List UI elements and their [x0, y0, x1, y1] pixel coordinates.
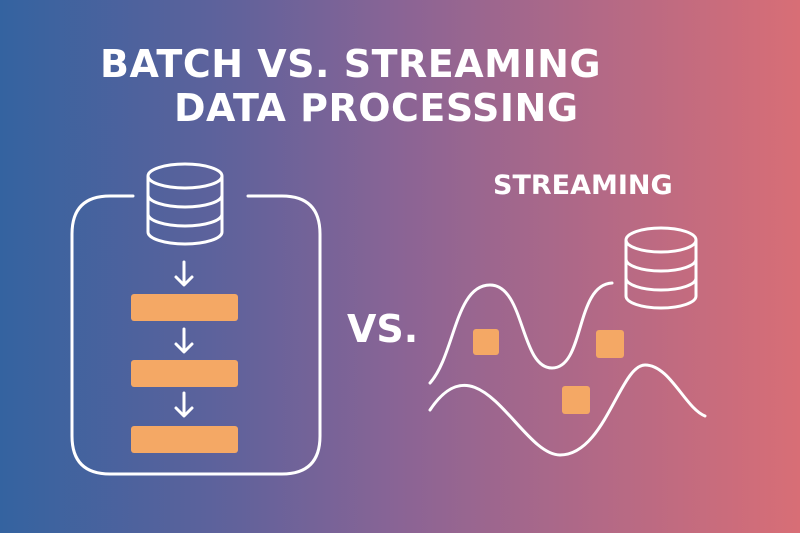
batch-block [131, 360, 238, 387]
title-line-2: DATA PROCESSING [174, 86, 579, 130]
batch-container-frame [70, 194, 322, 476]
down-arrow-icon [174, 391, 194, 418]
stream-packet [562, 386, 590, 414]
down-arrow-icon [174, 327, 194, 354]
stream-packet [473, 329, 499, 355]
stream-wave-lower [428, 363, 707, 457]
batch-database-icon [146, 162, 224, 246]
stream-packet [596, 330, 624, 358]
stream-database-icon [624, 226, 698, 310]
title-line-1: BATCH VS. STREAMING [100, 42, 602, 86]
batch-block [131, 426, 238, 453]
down-arrow-icon [174, 260, 194, 287]
batch-block [131, 294, 238, 321]
stream-wave-upper [428, 281, 614, 385]
streaming-label: STREAMING [493, 170, 673, 201]
vs-label: VS. [347, 307, 419, 351]
